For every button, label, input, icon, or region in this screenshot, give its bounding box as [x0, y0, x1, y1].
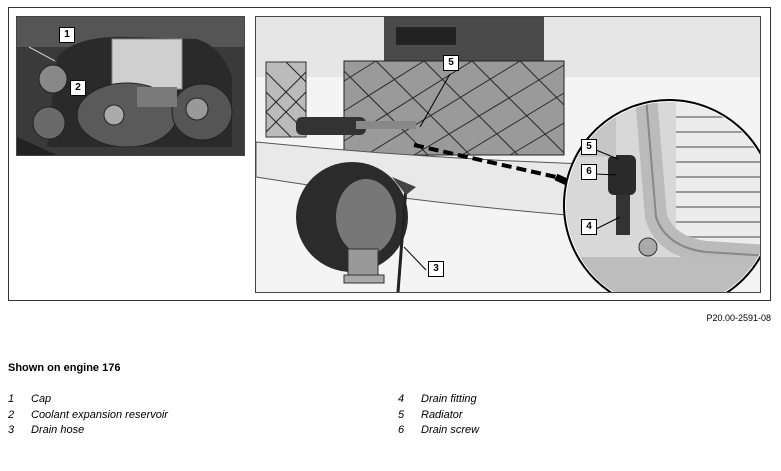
legend-item: 1 Cap [8, 393, 168, 409]
legend-right: 4 Drain fitting 5 Radiator 6 Drain screw [398, 393, 479, 440]
engine-bay-photo [16, 16, 245, 156]
legend-number: 3 [8, 424, 15, 436]
radiator-photo [255, 16, 761, 293]
legend-label: Radiator [421, 408, 463, 421]
legend-label: Cap [31, 393, 52, 405]
legend-item: 5 Radiator [398, 409, 479, 425]
legend-number: 5 [398, 408, 405, 421]
callout-1: 1 [59, 27, 75, 43]
legend-label: Drain hose [31, 424, 85, 436]
callout-3: 3 [428, 261, 444, 277]
legend-left: 1 Cap 2 Coolant expansion reservoir 3 Drain… [8, 393, 168, 440]
legend-label: Drain fitting [421, 393, 477, 405]
legend-number: 1 [8, 393, 15, 405]
legend-item: 6 Drain screw [398, 424, 479, 440]
legend-number: 4 [398, 393, 405, 405]
figure-reference: P20.00-2591-08 [706, 313, 771, 323]
legend-label: Drain screw [421, 424, 480, 436]
caption-heading: Shown on engine 176 [8, 362, 121, 374]
legend-item: 3 Drain hose [8, 424, 168, 440]
inset-callout-6: 6 [581, 164, 597, 180]
legend-item: 4 Drain fitting [398, 393, 479, 409]
legend-number: 2 [8, 408, 15, 421]
legend-number: 6 [398, 424, 405, 436]
inset-callout-5: 5 [581, 139, 597, 155]
legend-label: Coolant expansion reservoir [31, 408, 168, 421]
inset-callout-4: 4 [581, 219, 597, 235]
callout-5: 5 [443, 55, 459, 71]
legend-item: 2 Coolant expansion reservoir [8, 409, 168, 425]
callout-2: 2 [70, 80, 86, 96]
